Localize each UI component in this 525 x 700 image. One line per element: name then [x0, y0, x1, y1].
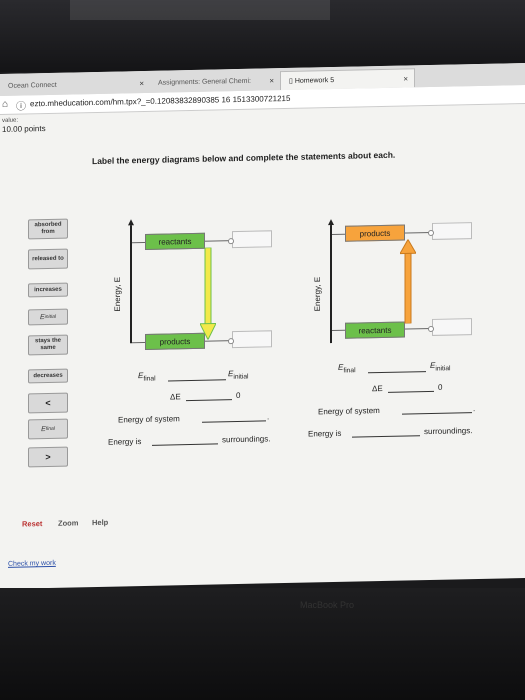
left-zero: 0: [236, 390, 241, 401]
instruction-text: Label the energy diagrams below and comp…: [92, 149, 396, 167]
right-top-state: products: [345, 224, 405, 242]
reset-button[interactable]: Reset: [22, 519, 43, 529]
right-bottom-drop-target[interactable]: [432, 318, 472, 336]
left-top-drop-target[interactable]: [232, 230, 272, 249]
right-axis-arrowhead: [328, 219, 334, 226]
chip-less-than[interactable]: <: [28, 392, 68, 414]
right-period: .: [473, 404, 476, 414]
chip-increases[interactable]: increases: [28, 282, 68, 298]
right-e-initial: Einitial: [430, 361, 451, 373]
left-energy-change-blank[interactable]: [202, 420, 266, 423]
chip-label: >: [45, 451, 51, 462]
close-icon[interactable]: ×: [269, 76, 274, 86]
left-delta-e: ΔE: [170, 392, 181, 402]
tab-label: Assignments: General Chemi:: [158, 77, 251, 87]
right-zero: 0: [438, 382, 443, 392]
left-bottom-state: products: [145, 332, 205, 350]
chip-label: stays the same: [34, 337, 61, 352]
left-e-final: Efinal: [138, 371, 156, 383]
right-energy-arrow: [400, 239, 416, 324]
right-bottom-state: reactants: [345, 321, 405, 339]
right-e-final: Efinal: [338, 363, 356, 375]
chip-label: increases: [34, 286, 62, 293]
left-e-compare-blank[interactable]: [168, 379, 226, 382]
info-icon[interactable]: ⓘ: [16, 101, 26, 113]
chip-absorbed-from[interactable]: absorbed from: [28, 218, 68, 240]
left-period: .: [267, 412, 270, 422]
left-bottom-drop-target[interactable]: [232, 330, 272, 349]
document-icon: ▯: [289, 77, 293, 85]
left-e-initial: Einitial: [228, 369, 249, 381]
device-brand: MacBook Pro: [300, 600, 355, 610]
chip-greater-than[interactable]: >: [28, 446, 68, 468]
right-energy-change-blank[interactable]: [402, 412, 472, 415]
check-my-work-link[interactable]: Check my work: [8, 559, 56, 568]
right-axis-label: Energy, E: [313, 276, 322, 312]
chip-label: released to: [32, 255, 64, 262]
right-energy-is-label: Energy is: [308, 428, 342, 439]
right-surroundings: surroundings.: [424, 426, 473, 437]
right-energy-axis: [330, 225, 332, 344]
right-e-compare-blank[interactable]: [368, 371, 426, 374]
chip-released-to[interactable]: released to: [28, 248, 68, 270]
left-axis-arrowhead: [128, 219, 134, 226]
left-energy-transfer-blank[interactable]: [152, 443, 218, 446]
tab-label: Ocean Connect: [8, 81, 57, 90]
subscript-final: final: [343, 367, 356, 375]
left-delta-compare-blank[interactable]: [186, 399, 232, 402]
right-top-drop-target[interactable]: [432, 222, 472, 240]
close-icon[interactable]: ×: [139, 78, 144, 89]
chip-subscript: initial: [44, 313, 57, 320]
left-energy-is-label: Energy is: [108, 437, 142, 447]
chip-label: absorbed from: [34, 221, 62, 236]
chip-stays-the-same[interactable]: stays the same: [28, 334, 68, 356]
help-button[interactable]: Help: [92, 517, 109, 528]
url-text: ezto.mheducation.com/hm.tpx?_=0.12083832…: [30, 93, 291, 109]
right-energy-of-system-label: Energy of system: [318, 406, 380, 417]
left-top-state: reactants: [145, 232, 205, 250]
right-delta-e: ΔE: [372, 383, 383, 394]
subscript-initial: initial: [233, 373, 249, 381]
close-icon[interactable]: ×: [403, 74, 408, 84]
right-delta-compare-blank[interactable]: [388, 390, 434, 393]
zoom-button[interactable]: Zoom: [58, 518, 79, 528]
left-surroundings: surroundings.: [222, 434, 271, 445]
subscript-initial: initial: [435, 365, 451, 373]
chip-label: decreases: [33, 372, 63, 379]
right-energy-transfer-blank[interactable]: [352, 435, 420, 438]
browser-screen: Ocean Connect × Assignments: General Che…: [0, 63, 525, 590]
value-label: value:: [2, 117, 19, 124]
home-icon[interactable]: ⌂: [2, 98, 9, 110]
chip-label: <: [45, 397, 51, 408]
chip-subscript: final: [45, 425, 55, 432]
monitor-bezel-bottom: [0, 588, 525, 700]
chip-decreases[interactable]: decreases: [28, 368, 68, 384]
left-energy-arrow: [200, 247, 216, 340]
subscript-final: final: [143, 375, 156, 383]
left-energy-of-system-label: Energy of system: [118, 414, 180, 425]
screen-glare: [70, 0, 330, 20]
tab-label: Homework 5: [294, 77, 335, 85]
left-axis-label: Energy, E: [113, 276, 122, 312]
monitor-bezel-top: [0, 0, 525, 72]
points-value: 10.00 points: [2, 124, 46, 134]
